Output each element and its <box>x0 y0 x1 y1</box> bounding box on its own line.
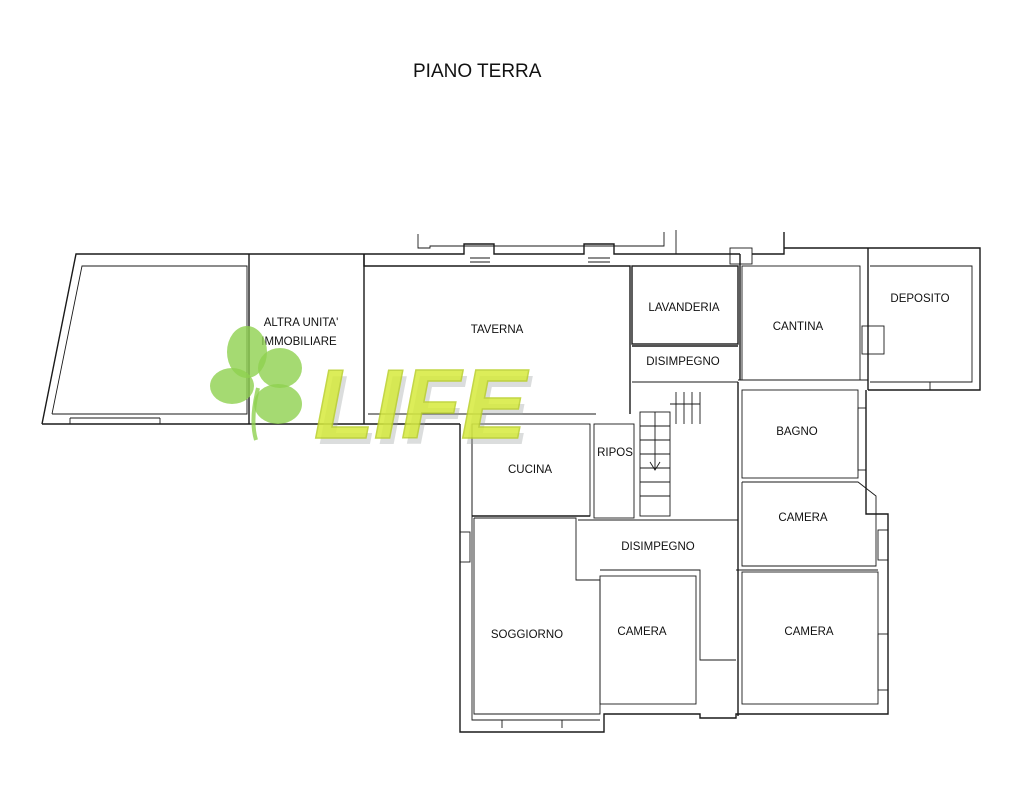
room-label-deposito: DEPOSITO <box>890 293 949 305</box>
room-label-disimpegno-upper: DISIMPEGNO <box>646 356 720 368</box>
watermark: LIFE LIFE <box>210 326 533 465</box>
room-label-ripos: RIPOS <box>597 447 633 459</box>
lower-wing-walls <box>459 382 889 733</box>
room-label-cantina: CANTINA <box>773 321 824 333</box>
room-label-camera-right-lower: CAMERA <box>784 626 834 638</box>
room-label-soggiorno: SOGGIORNO <box>491 629 563 641</box>
room-label-camera-right-upper: CAMERA <box>778 512 828 524</box>
room-label-cucina: CUCINA <box>508 464 552 476</box>
room-label-camera-center: CAMERA <box>617 626 667 638</box>
four-leaf-clover-icon <box>210 326 302 441</box>
room-label-bagno: BAGNO <box>776 426 818 438</box>
room-labels: ALTRA UNITA' IMMOBILIARE TAVERNA LAVANDE… <box>261 293 949 641</box>
room-label-taverna: TAVERNA <box>471 324 524 336</box>
room-label-lavanderia: LAVANDERIA <box>648 302 719 314</box>
room-label-altra-unita-2: IMMOBILIARE <box>261 336 337 348</box>
watermark-brand: LIFE <box>314 349 529 459</box>
watermark-brand-shadow: LIFE <box>318 355 533 465</box>
room-label-altra-unita-1: ALTRA UNITA' <box>264 317 339 329</box>
room-label-disimpegno-lower: DISIMPEGNO <box>621 541 695 553</box>
upper-wing-walls <box>41 230 981 425</box>
plan-title: PIANO TERRA <box>413 61 542 82</box>
